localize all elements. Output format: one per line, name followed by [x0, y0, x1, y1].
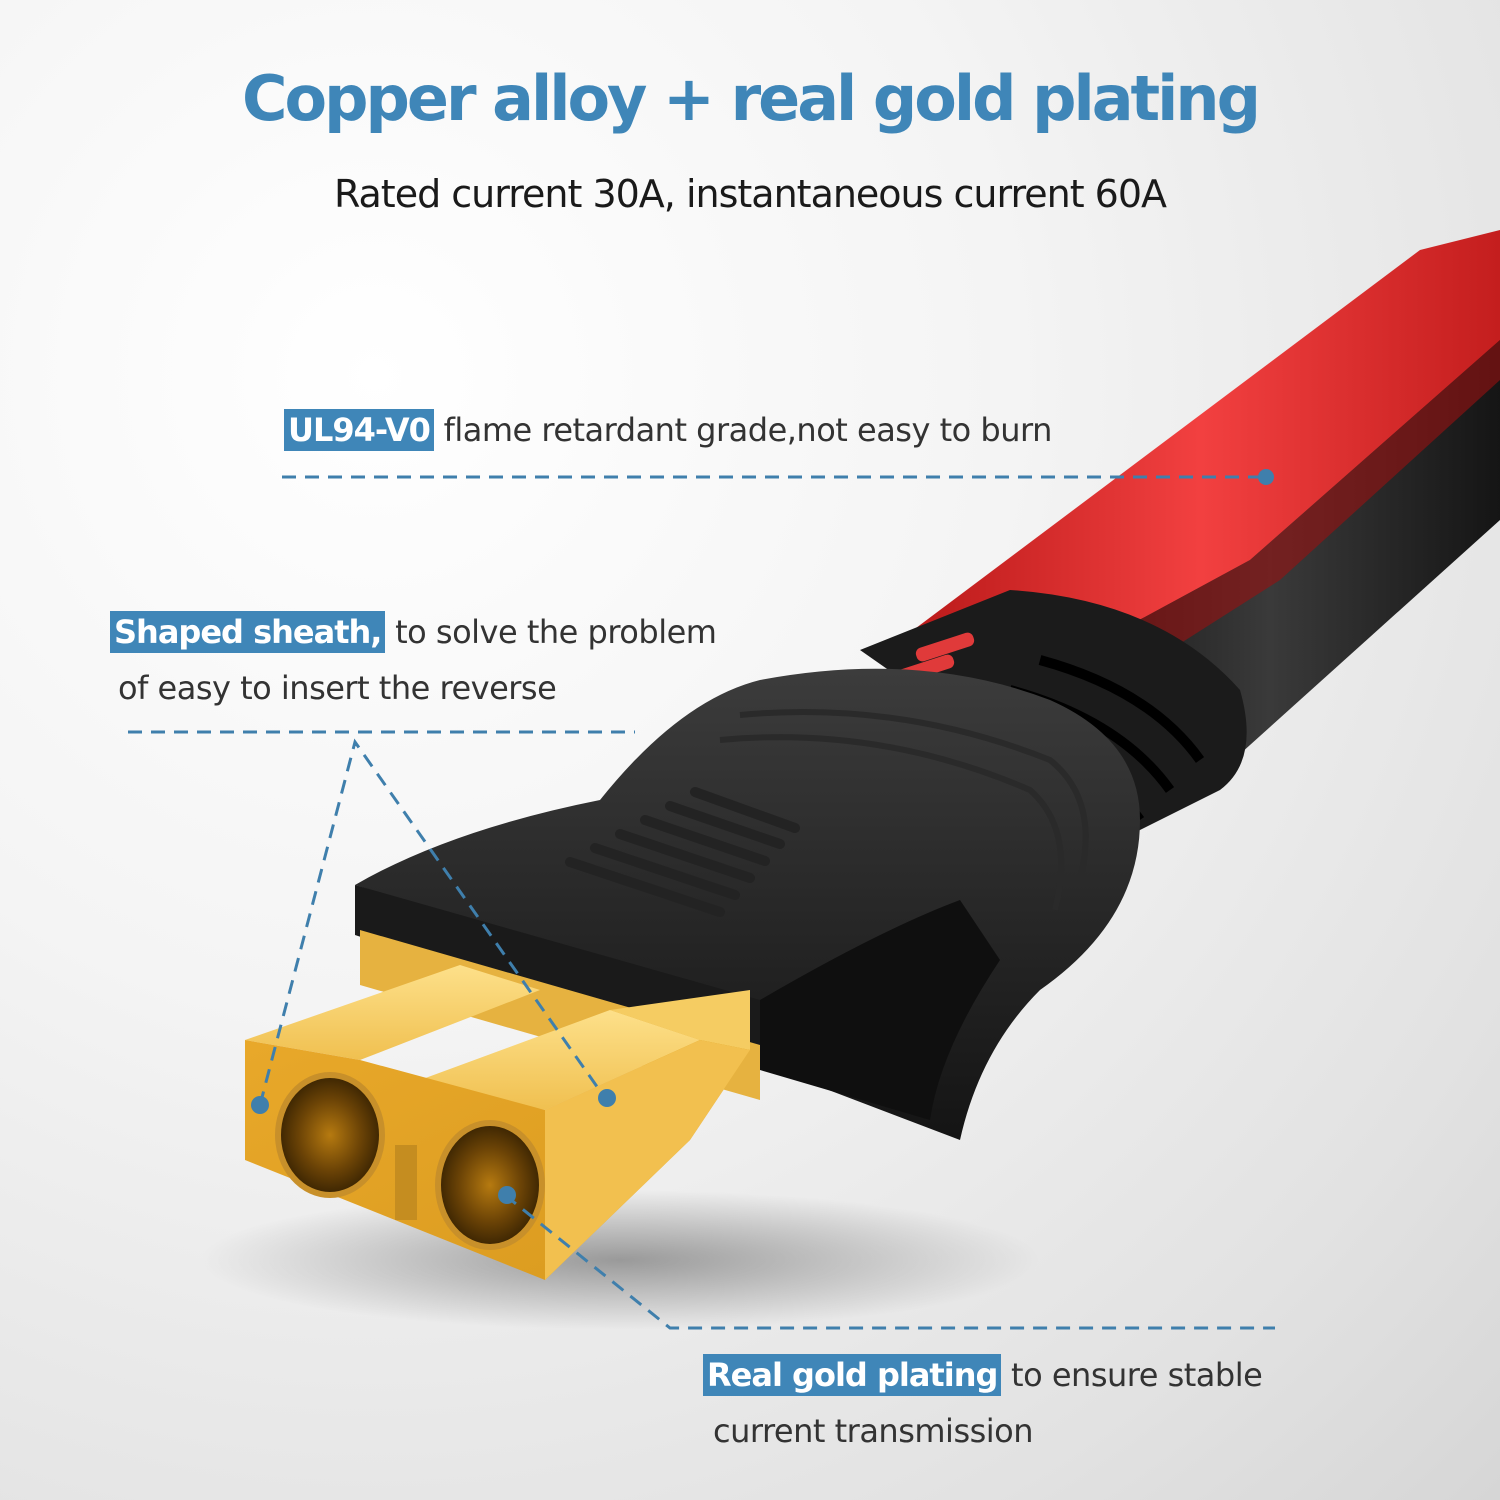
callout-flame-retardant: UL94-V0 flame retardant grade,not easy t… [284, 402, 1052, 458]
terminal-hole-right [435, 1120, 545, 1250]
dot-gold [498, 1186, 516, 1204]
page-subtitle: Rated current 30A, instantaneous current… [333, 172, 1167, 216]
connector-body [355, 668, 1140, 1140]
callout-text-line2: current transmission [713, 1412, 1034, 1450]
gold-connector-housing [245, 930, 760, 1280]
drop-shadow [200, 1190, 1040, 1330]
callout-highlight: UL94-V0 [284, 409, 434, 451]
dot-sheath-left [251, 1096, 269, 1114]
callout-leader-lines [128, 475, 1275, 1330]
callout-text-line2: of easy to insert the reverse [118, 669, 557, 707]
leader-sheath-branches [258, 738, 607, 1106]
callout-dots [251, 469, 1274, 1204]
callout-highlight: Real gold plating [703, 1354, 1002, 1396]
page-title: Copper alloy + real gold plating [242, 62, 1261, 135]
callout-gold-plating: Real gold plating to ensure stable curre… [703, 1347, 1263, 1459]
dot-sheath-right [598, 1089, 616, 1107]
grip-ridges [565, 787, 800, 917]
callout-highlight: Shaped sheath, [110, 611, 386, 653]
red-wire [900, 230, 1500, 690]
callout-shaped-sheath: Shaped sheath, to solve the problem of e… [110, 604, 717, 716]
leader-gold [504, 1193, 1275, 1330]
callout-text: flame retardant grade,not easy to burn [433, 411, 1053, 449]
callout-text: to ensure stable [1001, 1356, 1263, 1394]
terminal-hole-left [275, 1072, 385, 1198]
dot-cable [1258, 469, 1274, 485]
callout-text: to solve the problem [385, 613, 717, 651]
